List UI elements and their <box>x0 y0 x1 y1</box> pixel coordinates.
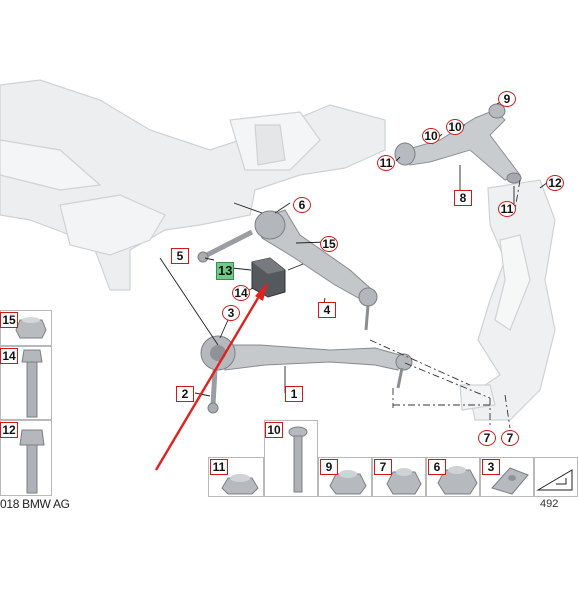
callout-10a[interactable]: 10 <box>422 128 440 144</box>
callout-10b[interactable]: 10 <box>446 119 464 135</box>
lower-control-arm <box>200 335 413 389</box>
callout-15[interactable]: 15 <box>320 236 338 252</box>
legend-label-11[interactable]: 11 <box>210 459 228 475</box>
callout-14[interactable]: 14 <box>232 285 250 301</box>
callout-12[interactable]: 12 <box>546 175 564 191</box>
tension-strut <box>254 209 378 331</box>
reference-number: 492 <box>540 498 559 510</box>
callout-1[interactable]: 1 <box>285 386 303 402</box>
callout-7b[interactable]: 7 <box>501 430 519 446</box>
upper-control-arm <box>394 103 522 184</box>
legend-label-14[interactable]: 14 <box>0 348 18 364</box>
callout-11a[interactable]: 11 <box>377 155 395 171</box>
callout-13[interactable]: 13 <box>216 262 235 280</box>
callout-6[interactable]: 6 <box>293 197 311 213</box>
subframe <box>0 79 386 291</box>
rubber-mount <box>251 257 286 298</box>
bolt-5 <box>197 229 254 263</box>
callout-7a[interactable]: 7 <box>478 430 496 446</box>
legend-cell-slope <box>534 457 578 497</box>
legend-label-10[interactable]: 10 <box>265 422 283 438</box>
legend-label-12[interactable]: 12 <box>0 422 18 438</box>
legend-label-15[interactable]: 15 <box>0 312 18 328</box>
callout-8[interactable]: 8 <box>454 190 472 206</box>
highlight-arrow <box>154 282 268 471</box>
legend-label-7[interactable]: 7 <box>374 459 392 475</box>
callout-5[interactable]: 5 <box>171 248 189 264</box>
callout-9[interactable]: 9 <box>498 91 516 107</box>
callout-2[interactable]: 2 <box>176 386 194 402</box>
legend-label-9[interactable]: 9 <box>320 459 338 475</box>
steering-knuckle <box>459 179 556 421</box>
copyright-text: 018 BMW AG <box>0 497 70 511</box>
callout-3[interactable]: 3 <box>222 305 240 321</box>
legend-label-6[interactable]: 6 <box>428 459 446 475</box>
callout-11b[interactable]: 11 <box>498 201 516 217</box>
callout-4[interactable]: 4 <box>318 302 336 318</box>
phantom-lines <box>369 179 521 429</box>
legend-label-3[interactable]: 3 <box>482 459 500 475</box>
bolt-2 <box>207 369 219 414</box>
